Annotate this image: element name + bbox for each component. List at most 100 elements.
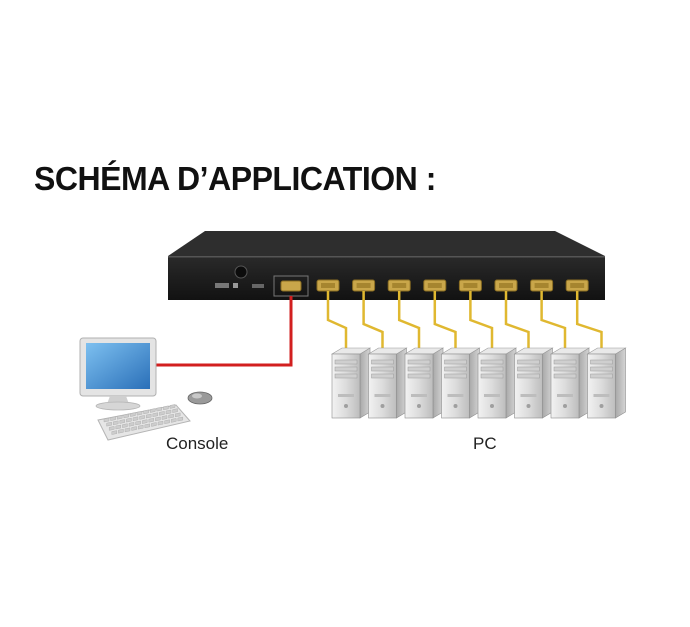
pc-drive-bay [407, 366, 431, 372]
pc-drive-bay [371, 366, 394, 372]
keyboard-key [163, 405, 169, 411]
pc-power-button-icon [417, 404, 421, 408]
pc-drive-bay [590, 366, 613, 372]
pc-tower-slot [593, 394, 610, 397]
pc-cable-8 [575, 291, 603, 354]
kvm-label-strip [252, 284, 264, 288]
monitor-base [95, 401, 141, 411]
keyboard-key [103, 417, 110, 423]
monitor-icon [79, 337, 157, 411]
keyboard-key [118, 428, 124, 434]
power-connector-icon [234, 265, 248, 279]
pc-cable-2 [362, 291, 384, 354]
pc-drive-bay [334, 366, 358, 372]
keyboard-key [139, 415, 145, 420]
pc-tower-side [615, 347, 626, 419]
pc-cable-7 [540, 291, 567, 354]
pc-tower-icon [367, 347, 408, 419]
pc-drive-bay [517, 359, 540, 365]
kvm-front-face [168, 256, 605, 300]
keyboard-key [131, 426, 137, 431]
pc-power-button-icon [380, 404, 385, 408]
pc-drive-bay [517, 366, 540, 372]
pc-tower-slot [520, 394, 537, 397]
pc-drive-bay [590, 359, 613, 365]
pc-drive-bay [334, 359, 358, 365]
pc-port-pins-2 [356, 283, 371, 288]
keyboard-key [106, 421, 112, 427]
keyboard-key [165, 409, 172, 415]
kvm-led-icon [233, 283, 238, 288]
mouse-icon [187, 391, 213, 405]
keyboard-key [119, 419, 126, 424]
keyboard-key [143, 409, 149, 415]
console-cable [156, 296, 293, 367]
pc-cable-4 [433, 291, 457, 354]
keyboard-key [174, 412, 181, 418]
pc-tower-slot [411, 394, 427, 397]
keyboard-key [110, 416, 116, 421]
pc-tower-slot [374, 394, 391, 397]
keyboard-key [137, 424, 144, 430]
pc-drive-bay [407, 359, 431, 365]
monitor-screen [86, 343, 150, 389]
pc-drive-bay [444, 359, 467, 365]
keyboard-key [164, 419, 170, 424]
keyboard-key [115, 424, 122, 430]
diagram-title: SCHÉMA D’APPLICATION : [34, 160, 436, 197]
pc-drive-bay [553, 359, 577, 365]
pc-port-pins-7 [534, 283, 549, 288]
pc-drive-bay [553, 373, 577, 379]
console-label: Console [166, 434, 229, 453]
pc-tower-slot [447, 394, 464, 397]
keyboard-key [124, 427, 131, 433]
keyboard-key [126, 417, 132, 423]
pc-drive-bay [517, 373, 540, 379]
keyboard-key [128, 422, 135, 427]
pc-drive-bay [334, 373, 358, 379]
keyboard-key [116, 415, 123, 420]
pc-port-pins-6 [499, 283, 513, 288]
pc-tower-icon [549, 347, 591, 419]
keyboard-key [172, 408, 178, 413]
pc-drive-bay [480, 373, 504, 379]
pc-drive-bay [444, 366, 467, 372]
keyboard-key [112, 420, 119, 426]
keyboard-key [157, 420, 164, 426]
keyboard-key [169, 404, 176, 409]
pc-label: PC [473, 434, 497, 453]
pc-drive-bay [371, 373, 394, 379]
keyboard-key [156, 406, 163, 412]
pc-tower-icon [403, 347, 445, 419]
console-port [280, 280, 302, 292]
keyboard-key [145, 413, 152, 419]
keyboard-key [168, 413, 174, 419]
pc-port-pins-4 [427, 283, 442, 288]
keyboard-key [148, 418, 155, 423]
pc-tower-slot [338, 394, 354, 397]
pc-drive-bay [371, 359, 394, 365]
keyboard-key [161, 415, 168, 420]
keyboard-key [130, 412, 136, 417]
pc-cable-1 [326, 291, 348, 354]
keyboard-key [108, 426, 115, 431]
keyboard-key [152, 412, 159, 417]
keyboard-key [155, 416, 161, 422]
pc-drive-bay [553, 366, 577, 372]
keyboard-key [149, 408, 156, 413]
pc-power-button-icon [344, 404, 348, 408]
keyboard-key [123, 413, 130, 419]
pc-cable-6 [504, 291, 530, 354]
console-workstation [79, 337, 213, 441]
kvm-switch-icon [168, 231, 605, 300]
pc-power-button-icon [599, 404, 604, 408]
pc-power-button-icon [490, 404, 494, 408]
pc-tower-slot [484, 394, 500, 397]
keyboard-key [170, 418, 177, 423]
keyboard-icon [97, 404, 191, 441]
keyboard-key [144, 423, 151, 429]
pc-cable-3 [397, 291, 421, 354]
pc-drive-bay [480, 366, 504, 372]
